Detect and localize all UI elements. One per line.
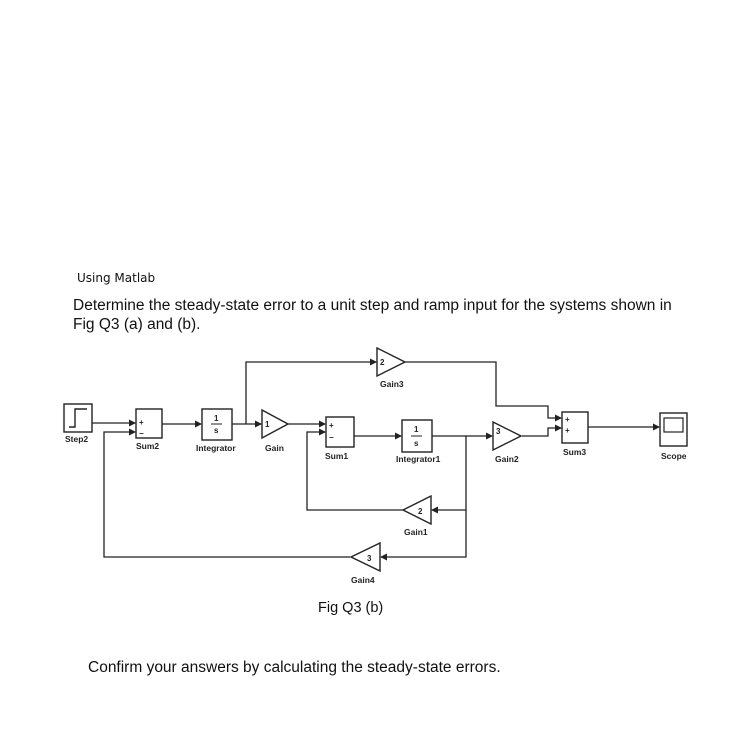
wire-to-gain4 xyxy=(380,510,467,561)
sum3-block: + + Sum3 xyxy=(561,411,589,457)
signal-wires xyxy=(92,358,660,561)
integrator1-block: 1 s Integrator1 xyxy=(396,419,441,464)
sum2-label: Sum2 xyxy=(136,441,159,451)
wire-gain2-to-sum3 xyxy=(522,424,562,437)
figure-caption: Fig Q3 (b) xyxy=(318,600,384,616)
svg-text:+: + xyxy=(329,421,334,430)
wire-gain1-to-sum1 xyxy=(306,428,403,511)
gain3-value: 2 xyxy=(380,358,385,367)
wire-branch-to-gain3 xyxy=(245,358,377,424)
footer-instruction: Confirm your answers by calculating the … xyxy=(88,659,501,676)
integrator-block: 1 s Integrator xyxy=(196,408,236,453)
gain1-block: 2 Gain1 xyxy=(401,494,432,537)
gain2-block: 3 Gain2 xyxy=(492,420,523,464)
gain2-label: Gain2 xyxy=(495,454,519,464)
question-text: Determine the steady-state error to a un… xyxy=(73,297,672,333)
wire-gain3-to-sum3 xyxy=(405,361,562,422)
gain3-block: 2 Gain3 xyxy=(376,346,407,389)
integrator1-num: 1 xyxy=(414,425,419,434)
svg-text:−: − xyxy=(329,433,334,442)
svg-text:+: + xyxy=(565,415,570,424)
sum2-block: + − Sum2 xyxy=(135,408,163,451)
integrator-den: s xyxy=(214,426,219,435)
gain1-label: Gain1 xyxy=(404,527,428,537)
gain2-value: 3 xyxy=(496,427,501,436)
sum3-label: Sum3 xyxy=(563,447,586,457)
scope-label: Scope xyxy=(661,451,687,461)
step2-block: Step2 xyxy=(63,403,93,444)
svg-text:+: + xyxy=(139,418,144,427)
wire-gain4-to-sum2 xyxy=(103,428,350,558)
tool-note: Using Matlab xyxy=(77,271,156,285)
integrator-label: Integrator xyxy=(196,443,236,453)
integrator-num: 1 xyxy=(214,414,219,423)
scope-block: Scope xyxy=(659,412,688,461)
gain4-block: 3 Gain4 xyxy=(349,541,381,585)
gain-value: 1 xyxy=(265,420,270,429)
gain4-label: Gain4 xyxy=(351,575,375,585)
sum1-block: + − Sum1 xyxy=(325,416,355,461)
gain-block: 1 Gain xyxy=(261,408,290,453)
gain3-label: Gain3 xyxy=(380,379,404,389)
step2-label: Step2 xyxy=(65,434,88,444)
integrator1-label: Integrator1 xyxy=(396,454,441,464)
sum1-label: Sum1 xyxy=(325,451,348,461)
gain4-value: 3 xyxy=(367,554,372,563)
svg-text:+: + xyxy=(565,426,570,435)
gain1-value: 2 xyxy=(418,507,423,516)
integrator1-den: s xyxy=(414,439,419,448)
wire-to-gain1 xyxy=(431,436,467,514)
svg-text:−: − xyxy=(139,429,144,438)
gain-label: Gain xyxy=(265,443,284,453)
